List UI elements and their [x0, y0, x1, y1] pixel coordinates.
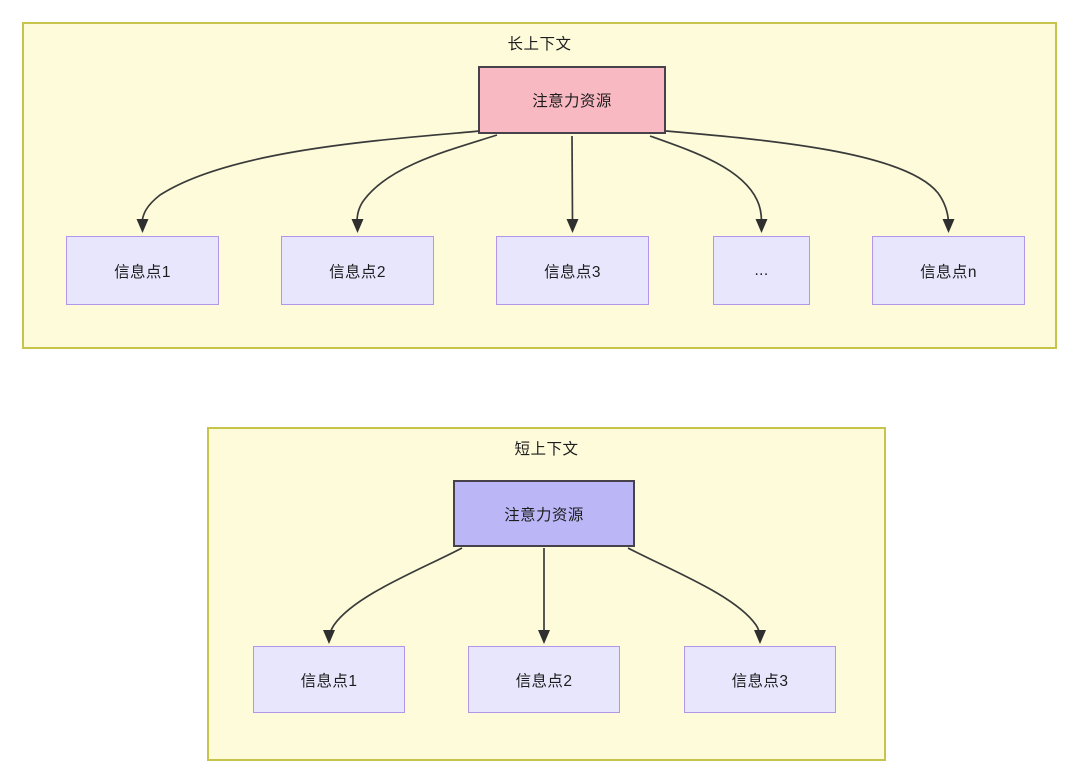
node-info-point-2-long[interactable]: 信息点2	[281, 236, 434, 305]
node-label: 信息点n	[920, 263, 977, 281]
node-info-point-3-short[interactable]: 信息点3	[684, 646, 836, 713]
node-label: 信息点2	[515, 672, 573, 690]
node-info-point-1-long[interactable]: 信息点1	[66, 236, 219, 305]
node-info-point-3-long[interactable]: 信息点3	[496, 236, 649, 305]
node-label: 信息点1	[300, 672, 358, 690]
node-info-point-n-long[interactable]: 信息点n	[872, 236, 1025, 305]
node-label: 注意力资源	[504, 506, 584, 524]
node-label: 信息点3	[544, 263, 601, 281]
node-label: ...	[754, 261, 769, 279]
panel-short-context-title: 短上下文	[514, 441, 579, 458]
node-label: 信息点1	[114, 263, 171, 281]
node-label: 注意力资源	[532, 93, 612, 110]
node-info-point-2-short[interactable]: 信息点2	[468, 646, 620, 713]
node-attention-resource-long[interactable]: 注意力资源	[478, 66, 666, 134]
node-label: 信息点2	[329, 263, 386, 281]
panel-long-context-title: 长上下文	[507, 36, 572, 53]
node-info-point-1-short[interactable]: 信息点1	[253, 646, 405, 713]
node-label: 信息点3	[731, 672, 789, 690]
node-info-point-ellipsis-long[interactable]: ...	[713, 236, 810, 305]
node-attention-resource-short[interactable]: 注意力资源	[453, 480, 635, 547]
